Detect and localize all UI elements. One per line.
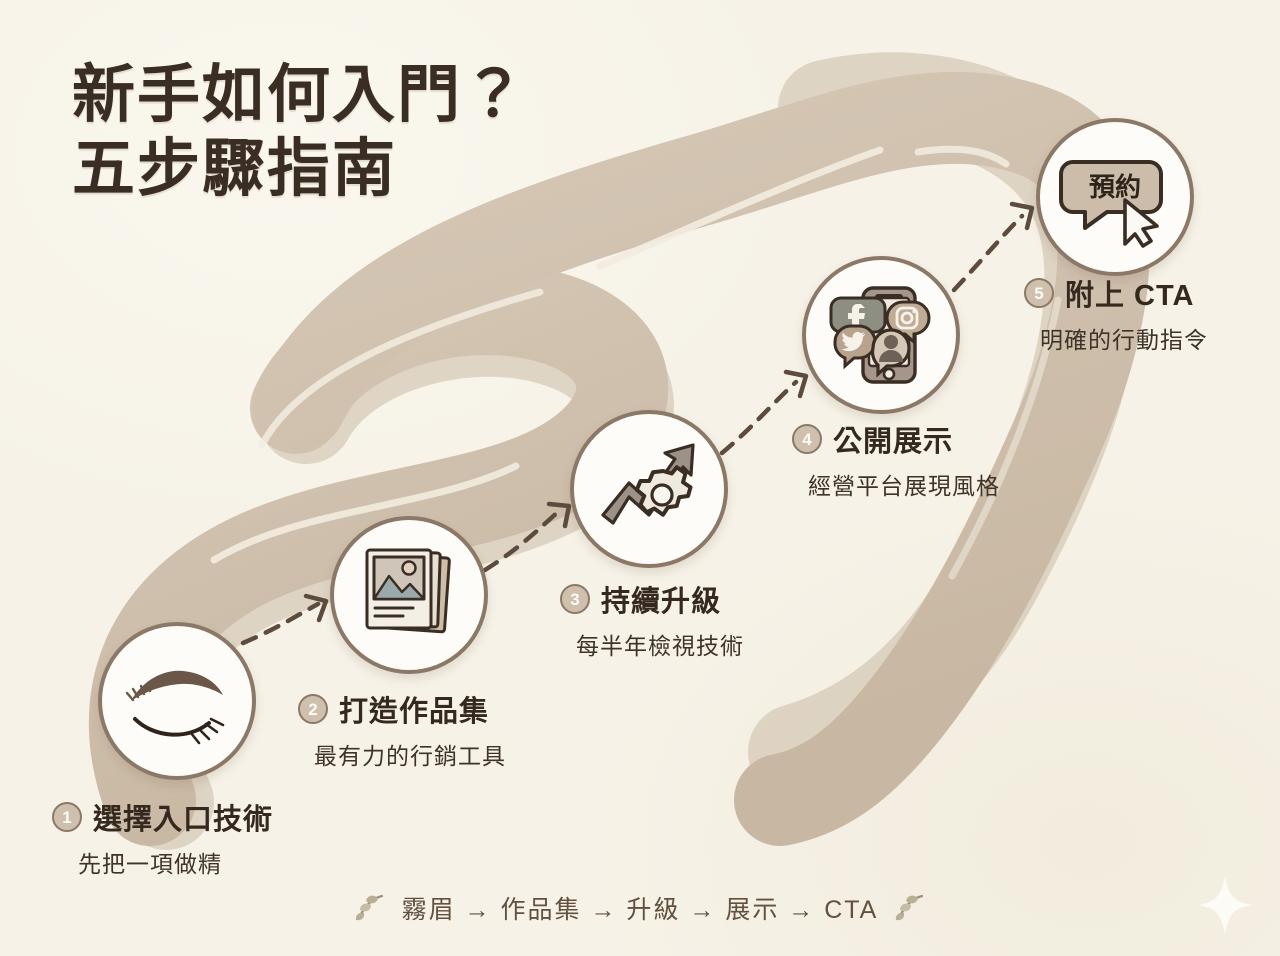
- arrow-step-2-to-3: [482, 507, 563, 573]
- user-avatar-icon: [870, 328, 911, 378]
- arrowhead-4: [1009, 201, 1035, 231]
- step-5-title: 附上 CTA: [1065, 280, 1195, 312]
- step-2-text: 2 打造作品集 最有力的行銷工具: [298, 688, 506, 771]
- step-5-badge: 5: [1024, 278, 1054, 308]
- step-1-title: 選擇入口技術: [93, 804, 274, 836]
- step-4-subtitle: 經營平台展現風格: [808, 473, 1000, 499]
- growth-gear-icon: [601, 443, 695, 525]
- step-2-icon-node[interactable]: [330, 516, 488, 674]
- step-4-heading: 4 公開展示: [792, 418, 1000, 460]
- cursor-icon: [1123, 198, 1159, 248]
- booking-bubble-cursor-icon: 預約: [1059, 160, 1163, 248]
- step-4-badge: 4: [792, 424, 822, 454]
- step-1-subtitle: 先把一項做精: [78, 851, 222, 877]
- four-point-sparkle-icon: [1198, 876, 1252, 934]
- arrow-step-1-to-2: [240, 601, 321, 646]
- step-1-text: 1 選擇入口技術 先把一項做精: [52, 796, 273, 879]
- photo-stack-icon: [365, 548, 451, 634]
- arrowhead-3: [783, 369, 809, 399]
- step-5-subtitle: 明確的行動指令: [1040, 327, 1208, 353]
- arrowhead-1: [303, 593, 329, 623]
- footer-summary: 霧眉 → 作品集 → 升級 → 展示 → CTA: [0, 890, 1280, 926]
- step-1-icon-node[interactable]: [98, 622, 256, 780]
- footer-summary-text: 霧眉 → 作品集 → 升級 → 展示 → CTA: [401, 896, 879, 924]
- poster-title: 新手如何入門？ 五步驟指南: [72, 58, 527, 207]
- step-1-heading: 1 選擇入口技術: [52, 796, 273, 838]
- step-3-title: 持續升級: [601, 586, 722, 618]
- step-3-icon-node[interactable]: [570, 410, 728, 568]
- arrow-step-3-to-4: [719, 379, 799, 456]
- step-2-title: 打造作品集: [339, 696, 490, 728]
- step-3-heading: 3 持續升級: [560, 578, 744, 620]
- step-4-text: 4 公開展示 經營平台展現風格: [792, 418, 1000, 501]
- arrowhead-2: [546, 501, 572, 529]
- step-2-badge: 2: [298, 694, 328, 724]
- cta-bubble-text: 預約: [1089, 172, 1141, 202]
- step-5-text: 5 附上 CTA 明確的行動指令: [1024, 272, 1208, 355]
- step-2-subtitle: 最有力的行銷工具: [314, 743, 506, 769]
- arrow-step-4-to-5: [951, 213, 1025, 293]
- step-2-heading: 2 打造作品集: [298, 688, 506, 730]
- eyebrow-icon: [125, 670, 225, 745]
- step-1-badge: 1: [52, 802, 82, 832]
- social-phone-icon: [829, 286, 931, 384]
- step-5-icon-node[interactable]: 預約: [1036, 118, 1194, 276]
- step-5-heading: 5 附上 CTA: [1024, 272, 1208, 314]
- step-4-icon-node[interactable]: [802, 256, 960, 414]
- step-3-badge: 3: [560, 584, 590, 614]
- step-4-title: 公開展示: [833, 426, 954, 458]
- title-line-2: 五步驟指南: [72, 134, 397, 205]
- step-3-text: 3 持續升級 每半年檢視技術: [560, 578, 744, 661]
- leaf-sprig-icon: [355, 894, 383, 921]
- leaf-sprig-icon-right: [896, 894, 924, 921]
- title-line-1: 新手如何入門？: [72, 60, 527, 130]
- step-3-subtitle: 每半年檢視技術: [576, 633, 744, 659]
